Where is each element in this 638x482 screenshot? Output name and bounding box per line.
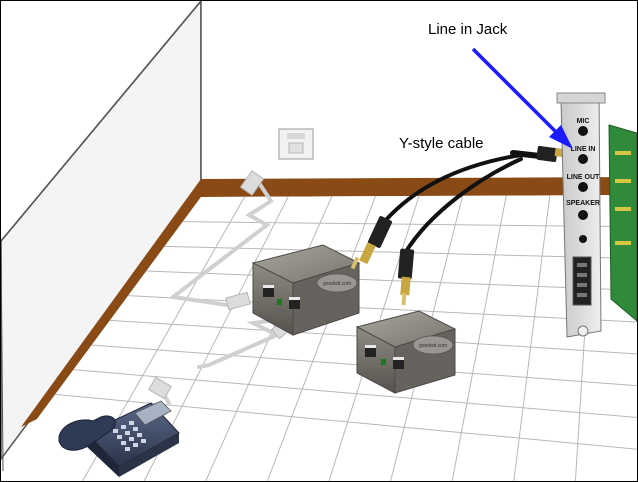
sound-card: MIC LINE IN LINE OUT SPEAKER xyxy=(556,92,637,338)
y-style-cable-label: Y-style cable xyxy=(399,135,484,152)
line-in-arrow xyxy=(471,47,573,149)
port-label-line-out: LINE OUT xyxy=(567,174,600,181)
telephone-icon xyxy=(58,400,180,477)
floor-grid-line xyxy=(73,369,637,418)
floor-grid-line xyxy=(513,195,551,481)
splitter-2: goodwit.com xyxy=(355,310,457,394)
splitter-1: goodwit.com xyxy=(251,244,361,336)
splitter-badge-1: goodwit.com xyxy=(323,281,351,287)
port-label-line-in: LINE IN xyxy=(571,146,596,153)
floor-grid-line xyxy=(128,295,637,323)
line-in-jack-label: Line in Jack xyxy=(428,21,508,38)
baseboard xyxy=(21,177,637,427)
audio-plug-icon xyxy=(350,145,570,306)
port-label-speaker: SPEAKER xyxy=(566,200,600,207)
floor-grid-line xyxy=(266,196,376,481)
port-label-mic: MIC xyxy=(577,118,590,125)
floor-grid-line xyxy=(451,195,507,481)
wall-phone-jack-icon xyxy=(278,128,314,160)
floor-grid-line xyxy=(55,393,637,450)
floor-grid-line xyxy=(146,270,637,291)
splitter-badge-2: goodwit.com xyxy=(419,343,447,349)
